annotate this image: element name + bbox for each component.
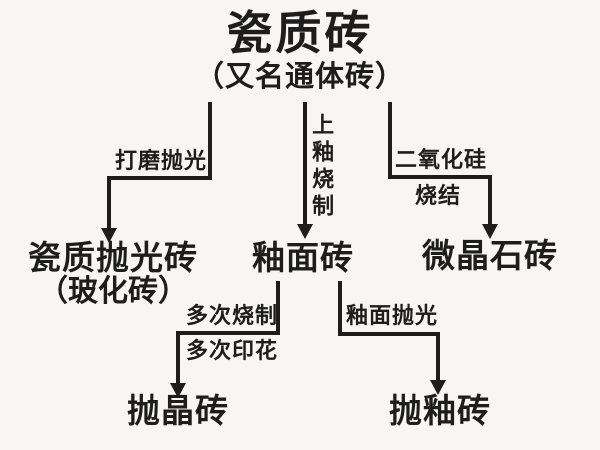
edge-root-to-polished-porcelain	[107, 102, 212, 230]
arrowhead-polished-porcelain	[101, 228, 117, 243]
node-polished-glaze-tile: 抛釉砖	[389, 394, 491, 430]
edge-glazed-to-polished-glaze	[338, 281, 440, 381]
edge-label-silica: 二氧化硅	[394, 147, 488, 172]
edge-label-glaze-polish: 釉面抛光	[345, 303, 439, 328]
edge-glazed-to-polished-crystal	[176, 281, 280, 384]
edge-label-polish-grind: 打磨抛光	[114, 148, 208, 173]
node-polished-porcelain-alias: （玻化砖）	[38, 275, 188, 308]
node-polished-porcelain-tile: 瓷质抛光砖	[28, 241, 198, 277]
edge-label-multi-fire: 多次烧制	[185, 303, 279, 328]
root-node-subtitle: （又名通体砖）	[194, 61, 406, 93]
edge-label-multi-print: 多次印花	[185, 338, 279, 363]
edge-label-glaze-fire: 上釉烧制	[309, 113, 335, 221]
arrowhead-glazed-tile	[297, 224, 313, 239]
node-polished-crystal-tile: 抛晶砖	[127, 394, 229, 430]
node-microcrystalline-tile: 微晶石砖	[422, 239, 558, 275]
arrowhead-polished-glaze	[430, 380, 446, 395]
node-glazed-tile: 釉面砖	[252, 241, 354, 277]
arrowhead-microcrystalline	[482, 224, 498, 239]
arrowhead-polished-crystal	[170, 383, 186, 398]
edge-label-sinter: 烧结	[414, 183, 462, 208]
edge-root-to-microcrystalline	[388, 102, 492, 225]
root-node-title: 瓷质砖	[226, 8, 374, 59]
